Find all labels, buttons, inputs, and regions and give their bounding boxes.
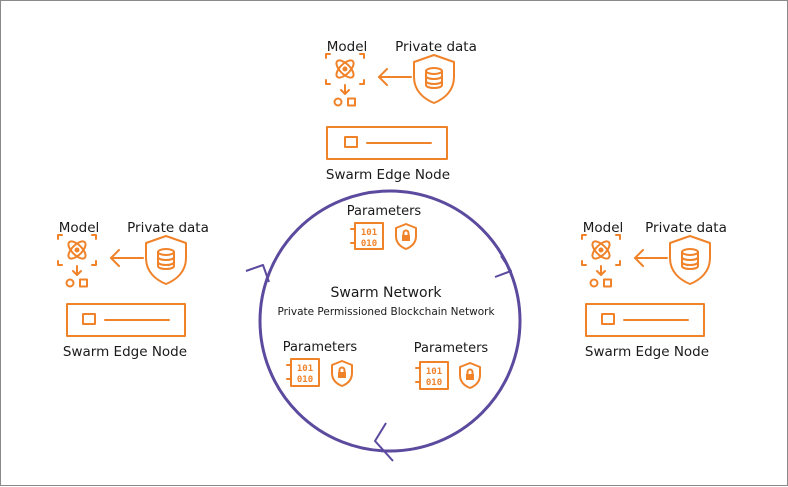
- server-node-icon: [585, 303, 705, 337]
- edge-node-label: Swarm Edge Node: [585, 344, 709, 360]
- parameters-group-bottom-left: Parameters 101 010: [283, 340, 358, 387]
- svg-text:101: 101: [297, 364, 313, 374]
- model-label: Model: [327, 39, 368, 55]
- model-label: Model: [583, 220, 624, 236]
- ring-arrow-right: [494, 255, 512, 278]
- server-node-icon: [326, 126, 448, 160]
- parameters-group-bottom-right: Parameters 101 010: [414, 341, 489, 390]
- server-node-icon: [66, 303, 186, 337]
- arrow-left-icon: [634, 249, 668, 267]
- binary-data-icon: 101 010: [415, 361, 449, 390]
- private-data-label: Private data: [645, 220, 727, 236]
- arrow-left-icon: [110, 249, 144, 267]
- private-data-label: Private data: [127, 220, 209, 236]
- svg-text:010: 010: [297, 375, 313, 385]
- model-label: Model: [59, 220, 100, 236]
- svg-text:010: 010: [361, 239, 377, 249]
- shield-lock-icon: [395, 223, 417, 250]
- model-icon: [57, 234, 97, 288]
- arrow-left-icon: [378, 68, 412, 86]
- svg-text:101: 101: [361, 228, 377, 238]
- edge-node-label: Swarm Edge Node: [326, 167, 450, 183]
- private-data-label: Private data: [395, 39, 477, 55]
- database-shield-icon: [669, 235, 711, 285]
- svg-text:101: 101: [426, 367, 442, 377]
- model-icon: [581, 234, 621, 288]
- parameters-label: Parameters: [347, 204, 422, 219]
- binary-data-icon: 101 010: [350, 222, 384, 250]
- svg-text:010: 010: [426, 378, 442, 388]
- parameters-label: Parameters: [414, 341, 489, 356]
- binary-data-icon: 101 010: [286, 358, 320, 387]
- network-subtitle: Private Permissioned Blockchain Network: [277, 306, 495, 318]
- edge-node-right: Model Private data Swarm Edge Node: [581, 220, 727, 360]
- model-icon: [325, 53, 365, 107]
- shield-lock-icon: [459, 362, 481, 389]
- ring-arrow-bottom: [374, 422, 394, 462]
- parameters-group-top: Parameters 101 010: [347, 204, 422, 250]
- edge-node-top: Model Private data Swarm Edge Node: [325, 39, 477, 183]
- network-title: Swarm Network: [331, 285, 443, 301]
- database-shield-icon: [145, 235, 187, 285]
- swarm-network-ring: [258, 189, 522, 453]
- ring-arrow-top-left: [245, 264, 270, 283]
- shield-lock-icon: [331, 360, 353, 387]
- parameters-label: Parameters: [283, 340, 358, 355]
- edge-node-left: Model Private data Swarm Edge Node: [57, 220, 209, 360]
- database-shield-icon: [413, 54, 455, 104]
- edge-node-label: Swarm Edge Node: [63, 344, 187, 360]
